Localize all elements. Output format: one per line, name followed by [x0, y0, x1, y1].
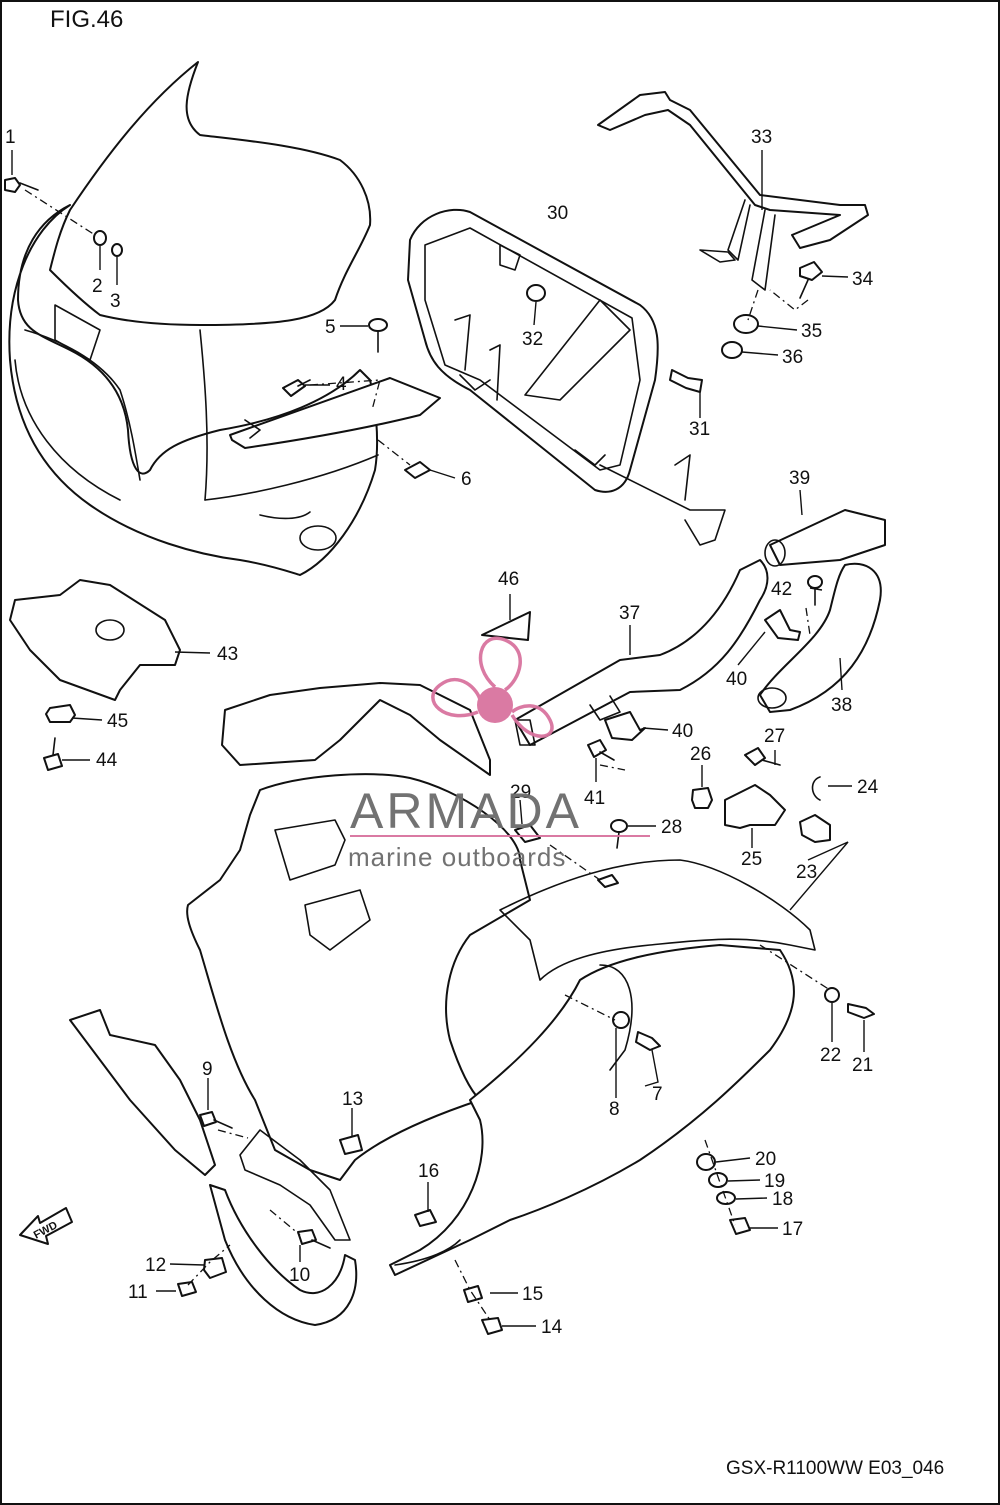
watermark: ARMADA marine outboards	[348, 636, 650, 872]
callout-26: 26	[690, 744, 711, 765]
callout-12: 12	[145, 1255, 166, 1276]
fasteners	[4, 177, 875, 1335]
callout-46: 46	[498, 569, 519, 590]
callout-42: 42	[771, 579, 792, 600]
middle-fairing	[221, 682, 491, 776]
callout-7: 7	[652, 1084, 663, 1105]
callout-9: 9	[202, 1059, 213, 1080]
figure-code: GSX-R1100WW E03_046	[726, 1458, 944, 1479]
callout-25: 25	[741, 849, 762, 870]
callout-27: 27	[764, 726, 785, 747]
assembly-lines	[24, 189, 831, 1321]
callout-23: 23	[796, 862, 817, 883]
callout-numbers: 1 2 3 4 5 6 7 8 9 10 11 12 13 14 15 16 1…	[5, 127, 879, 1338]
brace	[597, 91, 869, 291]
callout-3: 3	[110, 291, 121, 312]
callout-39: 39	[789, 468, 810, 489]
callout-18: 18	[772, 1189, 793, 1210]
fwd-arrow-icon: FWD	[19, 1207, 73, 1245]
callout-33: 33	[751, 127, 772, 148]
callout-19: 19	[764, 1171, 785, 1192]
callout-24: 24	[857, 777, 879, 798]
callout-45: 45	[107, 711, 128, 732]
callout-14: 14	[541, 1317, 563, 1338]
fairing-bracket	[229, 377, 441, 449]
air-duct-right	[757, 562, 882, 713]
callout-30: 30	[547, 203, 568, 224]
callout-17: 17	[782, 1219, 803, 1240]
callout-37: 37	[619, 603, 640, 624]
propeller-logo-icon	[431, 636, 554, 738]
callout-4: 4	[336, 374, 347, 395]
callout-31: 31	[689, 419, 710, 440]
callout-32: 32	[522, 329, 543, 350]
callout-16: 16	[418, 1161, 439, 1182]
cover-panel-43	[9, 579, 181, 701]
callout-40a: 40	[726, 669, 747, 690]
air-duct-left	[514, 559, 769, 746]
inner-panel-9	[69, 1009, 216, 1176]
windscreen	[49, 61, 372, 501]
figure-title: FIG.46	[50, 6, 123, 33]
under-cowling	[389, 944, 795, 1276]
lower-spoiler	[209, 1129, 358, 1326]
callout-2: 2	[92, 276, 103, 297]
air-intake-39	[764, 509, 886, 567]
watermark-brand: ARMADA	[350, 783, 582, 839]
callout-40b: 40	[672, 721, 693, 742]
callout-10: 10	[289, 1265, 310, 1286]
callout-34: 34	[852, 269, 874, 290]
callout-44: 44	[96, 750, 118, 771]
side-cowling	[186, 773, 816, 1181]
callout-13: 13	[342, 1089, 363, 1110]
callout-5: 5	[325, 317, 336, 338]
callout-8: 8	[609, 1099, 620, 1120]
callout-29: 29	[510, 782, 531, 803]
callout-20: 20	[755, 1149, 776, 1170]
callout-28: 28	[661, 817, 682, 838]
callout-1: 1	[5, 127, 16, 148]
callout-43: 43	[217, 644, 238, 665]
callout-41: 41	[584, 788, 605, 809]
watermark-tagline: marine outboards	[348, 842, 566, 872]
callout-11: 11	[128, 1282, 148, 1303]
callout-38: 38	[831, 695, 852, 716]
leader-lines	[11, 150, 865, 1327]
callout-6: 6	[461, 469, 472, 490]
callout-22: 22	[820, 1045, 841, 1066]
callout-36: 36	[782, 347, 803, 368]
callout-21: 21	[852, 1055, 873, 1076]
callout-15: 15	[522, 1284, 543, 1305]
fairing-stay	[407, 208, 726, 546]
callout-35: 35	[801, 321, 822, 342]
